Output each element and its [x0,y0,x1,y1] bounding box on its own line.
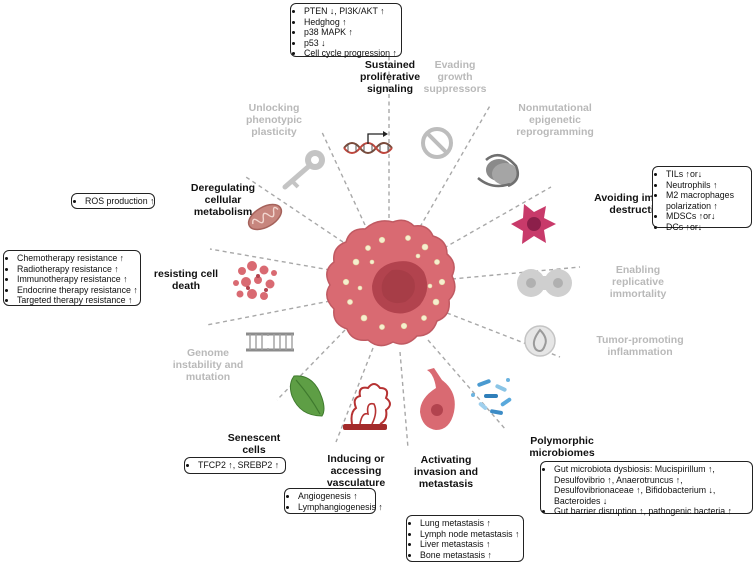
box-item: DCs ↑or↓ [666,222,746,233]
box-item: M2 macrophages polarization ↑ [666,190,746,211]
box-resisting-cell-death: Chemotherapy resistance ↑ Radiotherapy r… [3,250,141,306]
box-item: Chemotherapy resistance ↑ [17,253,135,264]
invading-cell-icon [420,368,455,430]
flame-icon [524,325,556,357]
box-item: Gut microbiota dysbiosis: Mucispirillum … [554,464,747,506]
key-icon [282,150,325,190]
box-item: p53 ↓ [304,38,396,49]
box-item: p38 MAPK ↑ [304,27,396,38]
box-item: PTEN ↓, PI3K/AKT ↑ [304,6,396,17]
mitochondrion-icon [247,203,283,231]
box-item: Gut barrier disruption ↑, pathogenic bac… [554,506,747,517]
box-item: ROS production ↑ [85,196,154,207]
box-item: Liver metastasis ↑ [420,539,518,550]
box-item: TFCP2 ↑, SREBP2 ↑ [198,460,280,471]
box-avoiding-immune-destruction: TILs ↑or↓ Neutrophils ↑ M2 macrophages p… [652,166,752,232]
box-activating-invasion-and-metastasis: Lung metastasis ↑ Lymph node metastasis … [406,515,524,562]
box-item: Radiotherapy resistance ↑ [17,264,135,275]
dividing-cell-icon [517,269,572,297]
box-sustained-proliferative-signaling: PTEN ↓, PI3K/AKT ↑ Hedghog ↑ p38 MAPK ↑ … [290,3,402,59]
box-item: Angiogenesis ↑ [298,491,370,502]
box-item: Hedghog ↑ [304,17,396,28]
box-item: TILs ↑or↓ [666,169,746,180]
box-item: Lung metastasis ↑ [420,518,518,529]
prohibition-icon [421,127,453,159]
box-polymorphic-microbiomes: Gut microbiota dysbiosis: Mucispirillum … [540,461,753,517]
box-item: Lymph node metastasis ↑ [420,529,519,540]
box-item: Lymphangiogenesis ↑ [298,502,383,513]
blood-vessel-icon [343,383,391,430]
leaf-icon [289,375,325,417]
box-inducing-or-accessing-vasculature: Angiogenesis ↑ Lymphangiogenesis ↑ [284,488,383,514]
dying-cell-icon [233,261,277,300]
bacteria-icon [471,378,512,415]
tumor-cell-icon [326,219,456,347]
immune-cell-icon [511,204,556,244]
box-item: MDSCs ↑or↓ [666,211,746,222]
box-deregulating-cellular-metabolism: ROS production ↑ [71,193,155,209]
box-item: Targeted therapy resistance ↑ [17,295,135,306]
box-item: Cell cycle progression ↑ [304,48,397,59]
broken-dna-icon [246,332,294,352]
nucleosome-icon [477,153,519,188]
box-item: Endocrine therapy resistance ↑ [17,285,138,296]
box-item: Neutrophils ↑ [666,180,746,191]
box-item: Immunotherapy resistance ↑ [17,274,135,285]
box-senescent-cells: TFCP2 ↑, SREBP2 ↑ [184,457,286,474]
box-item: Bone metastasis ↑ [420,550,518,561]
dna-signal-icon [343,131,393,154]
